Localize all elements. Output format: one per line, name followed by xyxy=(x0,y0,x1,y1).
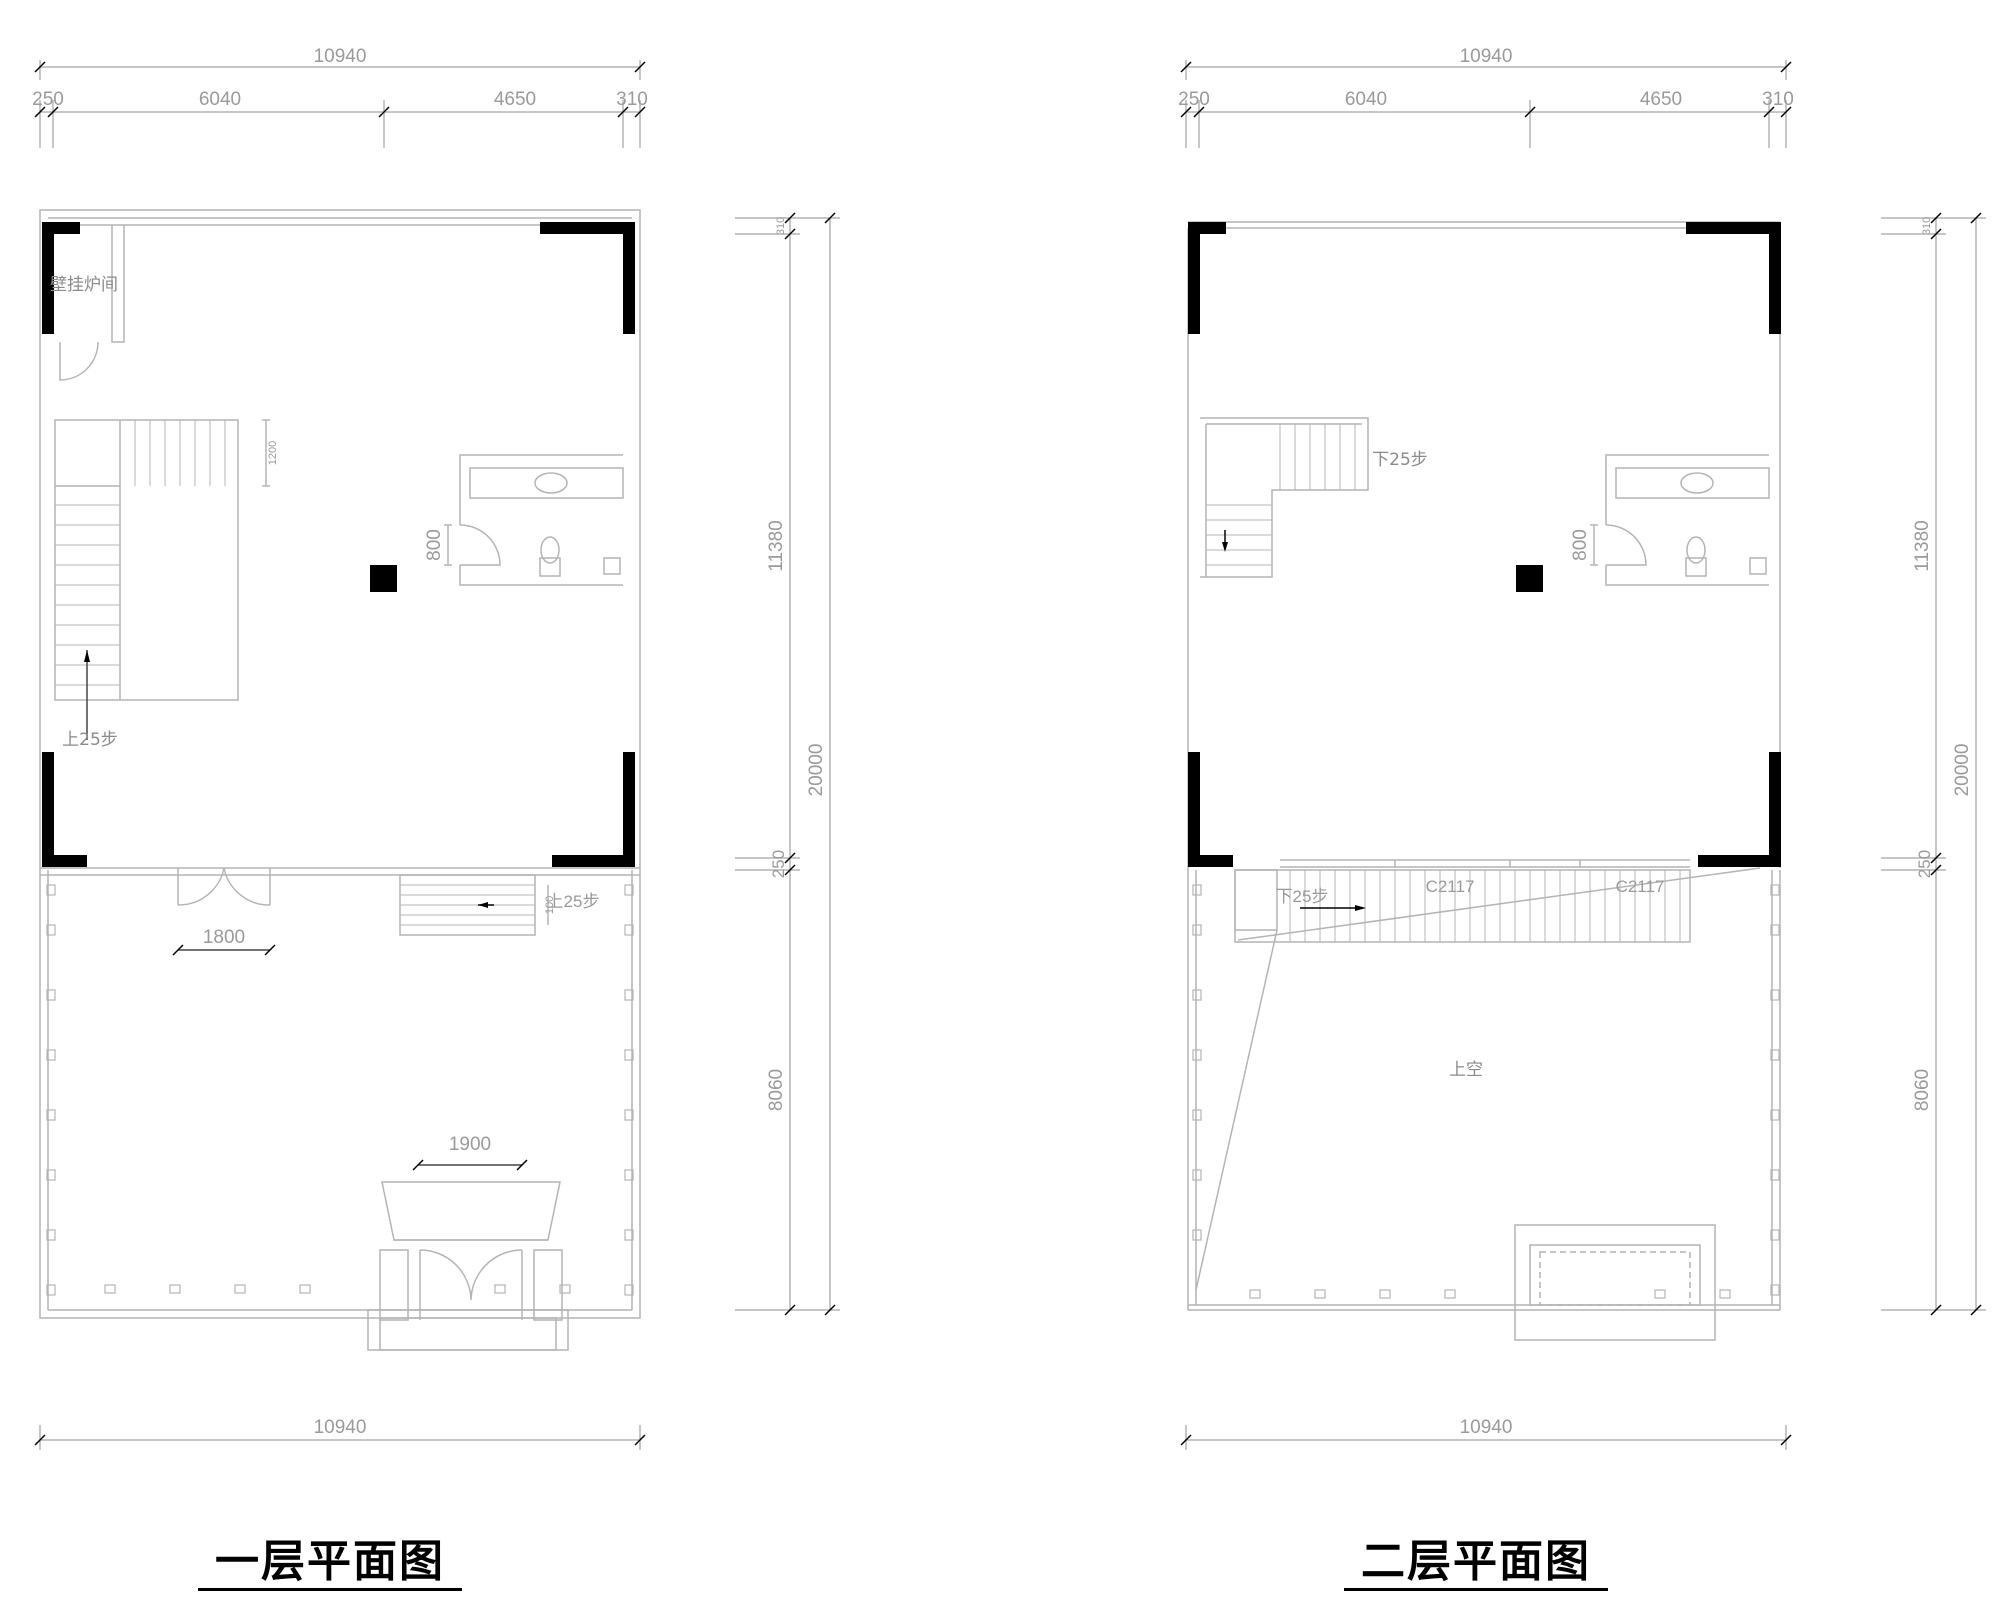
plan-2-side-seg-2: 11380 xyxy=(1912,520,1933,571)
plan-1-side-total: 20000 xyxy=(806,744,827,797)
plan-1-wc-door-dim: 800 xyxy=(424,529,445,561)
plan-1-top-seg-2: 6040 xyxy=(199,89,241,110)
plan-1-side-seg-4: 8060 xyxy=(766,1069,787,1111)
plan-2-veranda-posts xyxy=(1192,884,1780,1299)
plan-2-outline xyxy=(1187,221,1781,1341)
plan-2-side-total: 20000 xyxy=(1952,744,1973,797)
plan-2-interior xyxy=(1195,417,1770,1291)
plan-1-stair-main-label: 上25步 xyxy=(62,730,118,750)
plan-1-top-dimensions xyxy=(34,60,646,148)
plan-2-side-seg-4: 8060 xyxy=(1912,1069,1933,1111)
plan-1-side-seg-3: 250 xyxy=(769,850,788,878)
plan-1-stair-dim: 1200 xyxy=(267,441,279,465)
plan-2-wc-door-dim: 800 xyxy=(1570,529,1591,561)
plan-1-entry-door-dim: 1900 xyxy=(449,1134,491,1155)
plan-1-front-door-dim: 1800 xyxy=(203,927,245,948)
plan-2-top-seg-2: 6040 xyxy=(1345,89,1387,110)
plan-1-bottom-dimension xyxy=(34,1425,646,1450)
plan-2-top-seg-1: 250 xyxy=(1178,89,1210,110)
plan-1-text: 10940 250 6040 4650 310 10940 20000 310 … xyxy=(32,46,827,1438)
plan-2-side-seg-1: 310 xyxy=(1921,217,1933,235)
plan-2-window-1-label: C2117 xyxy=(1426,877,1475,896)
plan-1-stair-dim-small: 100 xyxy=(544,896,556,914)
plan-2: 10940 250 6040 4650 310 10940 20000 310 … xyxy=(1178,46,1986,1450)
plan-1-side-seg-2: 11380 xyxy=(766,520,787,571)
plan-2-stair-upper-label: 下25步 xyxy=(1372,450,1428,470)
plan-1-title: 一层平面图 xyxy=(215,1536,445,1587)
plan-1-room-label: 壁挂炉间 xyxy=(50,275,118,295)
plan-1-title-underline xyxy=(198,1588,462,1591)
plan-2-title-underline xyxy=(1344,1588,1608,1591)
plan-1-side-dimensions xyxy=(735,212,840,1316)
plan-2-top-seg-3: 4650 xyxy=(1640,89,1682,110)
plan-1-side-seg-1: 310 xyxy=(775,217,787,235)
plan-2-bottom-dimension xyxy=(1180,1425,1792,1450)
plan-2-side-dimensions xyxy=(1881,212,1986,1316)
plan-2-top-seg-4: 310 xyxy=(1762,89,1794,110)
plan-2-window-2-label: C2117 xyxy=(1616,877,1665,896)
plan-2-title: 二层平面图 xyxy=(1361,1536,1591,1587)
plan-2-bottom-total: 10940 xyxy=(1460,1417,1513,1438)
plan-1: 10940 250 6040 4650 310 10940 20000 310 … xyxy=(32,46,840,1450)
plan-1-walls xyxy=(42,222,635,867)
plan-1-outline xyxy=(39,209,641,1351)
plan-2-top-total: 10940 xyxy=(1460,46,1513,67)
plan-2-void-label: 上空 xyxy=(1449,1060,1483,1080)
plan-2-side-seg-3: 250 xyxy=(1915,850,1934,878)
plan-1-top-total: 10940 xyxy=(314,46,367,67)
plan-2-walls xyxy=(1188,222,1781,867)
plan-1-top-seg-1: 250 xyxy=(32,89,64,110)
plan-2-stair-lower-label: 下25步 xyxy=(1276,887,1329,906)
plan-1-stair-small-label: 上25步 xyxy=(547,892,600,911)
plan-1-veranda-posts xyxy=(46,884,634,1296)
plan-1-top-seg-3: 4650 xyxy=(494,89,536,110)
plan-1-top-seg-4: 310 xyxy=(616,89,648,110)
plan-2-top-dimensions xyxy=(1180,60,1792,148)
plan-2-text: 10940 250 6040 4650 310 10940 20000 310 … xyxy=(1178,46,1973,1438)
plan-1-interior xyxy=(54,224,624,1321)
plan-1-bottom-total: 10940 xyxy=(314,1417,367,1438)
